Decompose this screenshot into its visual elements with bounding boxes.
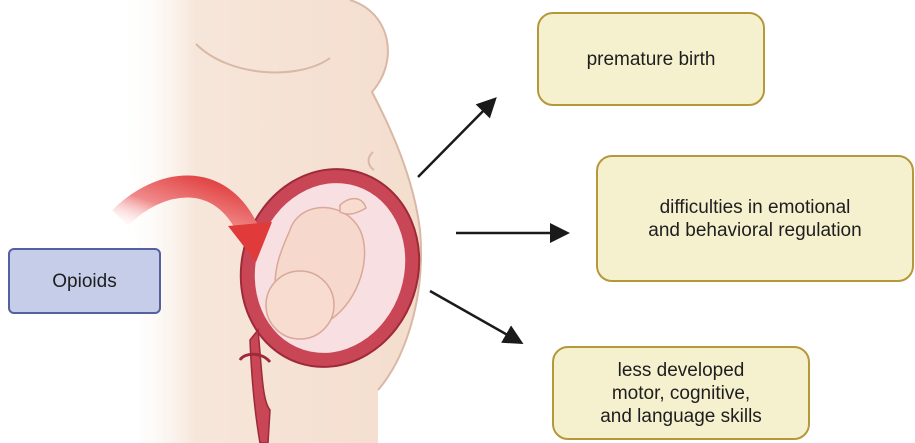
outcome-line: difficulties in emotional — [648, 196, 861, 219]
outcome-emotional-regulation: difficulties in emotional and behavioral… — [596, 155, 914, 282]
outcome-premature-birth: premature birth — [537, 12, 765, 106]
outcome-line: less developed — [600, 359, 762, 382]
arrow-to-premature-birth — [418, 100, 494, 177]
opioids-label: Opioids — [52, 270, 116, 293]
opioids-box: Opioids — [8, 248, 161, 314]
outcome-line: and language skills — [600, 405, 762, 428]
arrow-to-developmental-skills — [430, 291, 520, 342]
outcome-line: premature birth — [587, 48, 716, 71]
outcome-line: and behavioral regulation — [648, 219, 861, 242]
outcome-line: motor, cognitive, — [600, 382, 762, 405]
outcome-developmental-skills: less developed motor, cognitive, and lan… — [552, 346, 810, 440]
outcome-arrows — [418, 100, 566, 342]
